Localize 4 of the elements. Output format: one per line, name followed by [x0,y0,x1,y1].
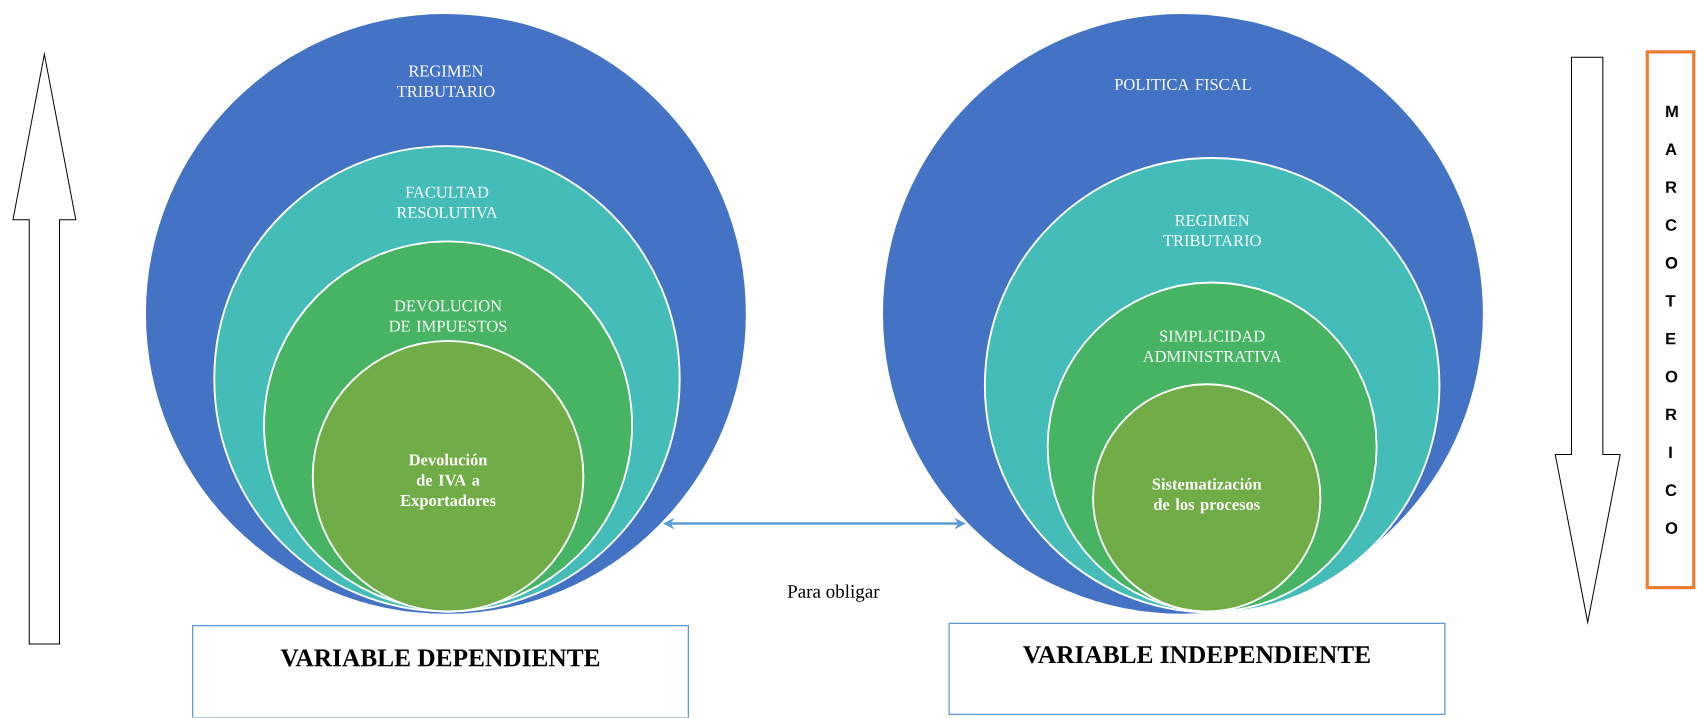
vertical-title-box: MARCO TEORICO [1645,50,1696,590]
label-box: VARIABLE DEPENDIENTE [192,625,689,718]
label-box: VARIABLE INDEPENDIENTE [948,622,1446,716]
edge-label: Para obligar [787,584,880,602]
